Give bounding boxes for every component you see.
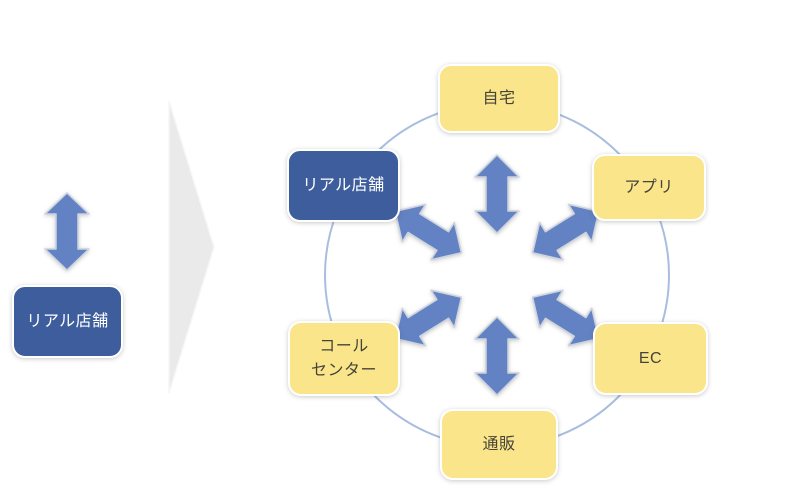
center-double-arrow-south	[474, 316, 520, 396]
node-mail-order: 通販	[440, 409, 558, 480]
node-app-label: アプリ	[624, 178, 674, 196]
node-home: 自宅	[438, 64, 560, 133]
six-way-double-arrows-icon	[394, 154, 600, 396]
node-home-label: 自宅	[482, 89, 516, 107]
single-channel-store-label: リアル店舗	[26, 312, 109, 330]
double-arrow-vertical-icon	[44, 192, 90, 271]
node-ec-label: EC	[638, 349, 663, 367]
node-call-center: コール センター	[288, 321, 400, 396]
node-real-store-label: リアル店舗	[302, 176, 385, 194]
node-real-store: リアル店舗	[287, 149, 400, 222]
node-app: アプリ	[592, 154, 706, 221]
node-ec: EC	[593, 322, 708, 395]
center-double-arrow-north	[474, 154, 520, 234]
single-channel-store-box: リアル店舗	[12, 285, 123, 358]
transition-arrow-icon	[168, 100, 215, 394]
center-double-arrow-southwest	[394, 289, 463, 347]
center-double-arrow-southeast	[531, 289, 600, 347]
center-double-arrow-northeast	[531, 203, 600, 261]
double-arrow-vertical-shape	[44, 192, 90, 271]
transition-arrow-shape	[168, 100, 215, 394]
center-double-arrow-northwest	[394, 203, 463, 261]
node-mail-order-label: 通販	[482, 435, 516, 453]
node-call-center-label: コール センター	[310, 338, 377, 379]
